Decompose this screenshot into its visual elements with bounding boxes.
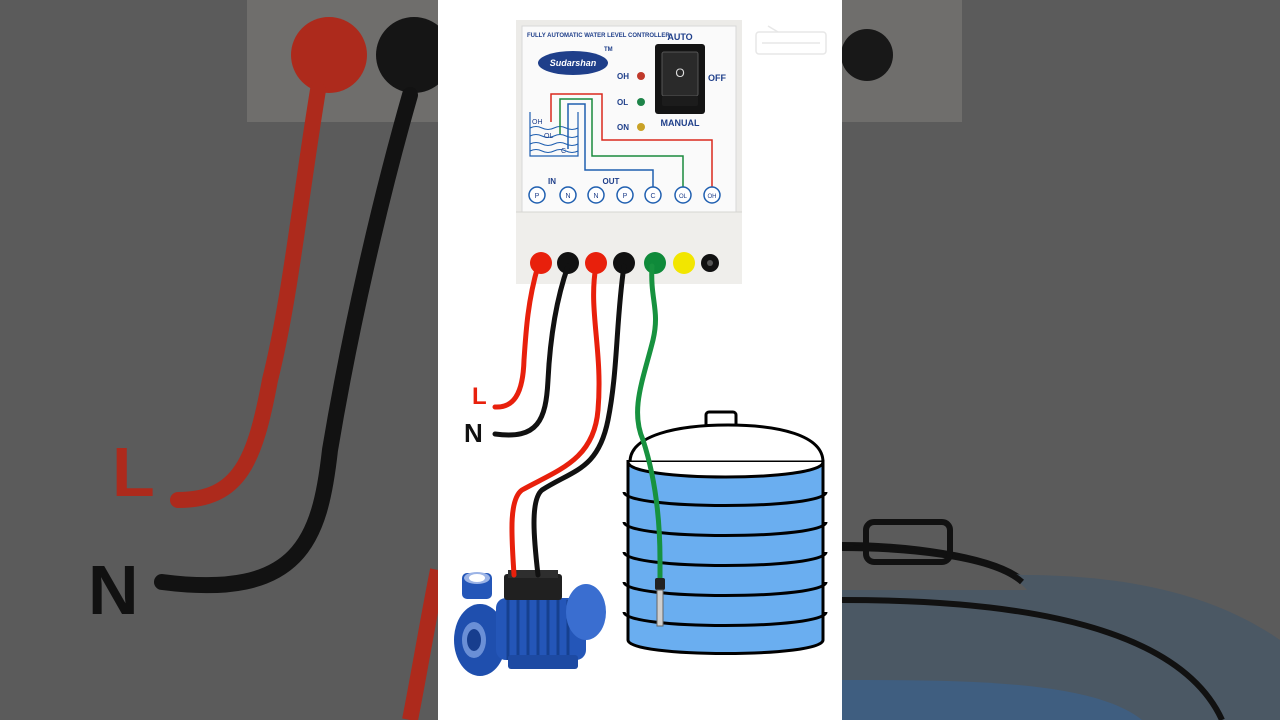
svg-text:OL: OL: [544, 133, 553, 140]
svg-text:OH: OH: [532, 119, 543, 126]
switch-manual-label: MANUAL: [661, 118, 700, 128]
terminal-group-in: IN: [548, 177, 556, 186]
switch-off-label: OFF: [708, 73, 726, 83]
controller-header: FULLY AUTOMATIC WATER LEVEL CONTROLLER: [527, 33, 670, 39]
wiring-diagram: FULLY AUTOMATIC WATER LEVEL CONTROLLER S…: [454, 20, 828, 676]
svg-text:C: C: [561, 148, 566, 155]
indicator-oh: OH: [617, 72, 645, 81]
trademark: TM: [604, 47, 613, 53]
brand-name: Sudarshan: [550, 58, 597, 68]
wiring-harness: [492, 263, 663, 583]
svg-text:OL: OL: [617, 98, 628, 107]
bg-neutral-label: N: [88, 551, 139, 629]
svg-text:N: N: [593, 193, 598, 200]
screw-terminals: [530, 252, 719, 274]
terminal-group-out: OUT: [603, 177, 620, 186]
neutral-pump-wire: [531, 263, 627, 578]
sensor-probe-wire: [635, 263, 663, 583]
svg-text:C: C: [650, 193, 655, 200]
live-supply-wire: [492, 263, 541, 410]
svg-text:OH: OH: [708, 194, 717, 200]
mode-rocker-switch[interactable]: O: [655, 44, 705, 114]
svg-text:ON: ON: [617, 123, 629, 132]
indicator-ol: OL: [617, 98, 645, 107]
svg-text:OH: OH: [617, 72, 629, 81]
live-pump-wire: [509, 263, 602, 578]
bg-live-label: L: [112, 433, 155, 511]
svg-text:N: N: [565, 193, 570, 200]
live-label: L: [472, 383, 487, 410]
level-probe: [655, 578, 665, 627]
controller-tank-schematic: OH OL C: [529, 112, 579, 157]
brand-logo: Sudarshan TM: [538, 47, 613, 75]
wiring-diagram-panel: FULLY AUTOMATIC WATER LEVEL CONTROLLER S…: [438, 0, 842, 720]
terminal-labels: P N N P C OL OH: [528, 186, 721, 204]
neutral-supply-wire: [492, 263, 571, 438]
neutral-label: N: [464, 418, 483, 448]
background-right-zoom: [842, 0, 1280, 720]
indicator-on: ON: [617, 123, 645, 132]
background-left-zoom: L N: [0, 0, 438, 720]
water-pump: [454, 570, 606, 676]
svg-text:OL: OL: [679, 194, 688, 200]
switch-symbol: O: [675, 66, 684, 80]
switch-auto-label: AUTO: [667, 32, 692, 42]
svg-text:P: P: [535, 193, 540, 200]
water-tank: [622, 410, 828, 655]
svg-text:P: P: [623, 193, 628, 200]
level-controller-unit: FULLY AUTOMATIC WATER LEVEL CONTROLLER S…: [516, 20, 742, 284]
watermark-icon: [755, 25, 827, 55]
